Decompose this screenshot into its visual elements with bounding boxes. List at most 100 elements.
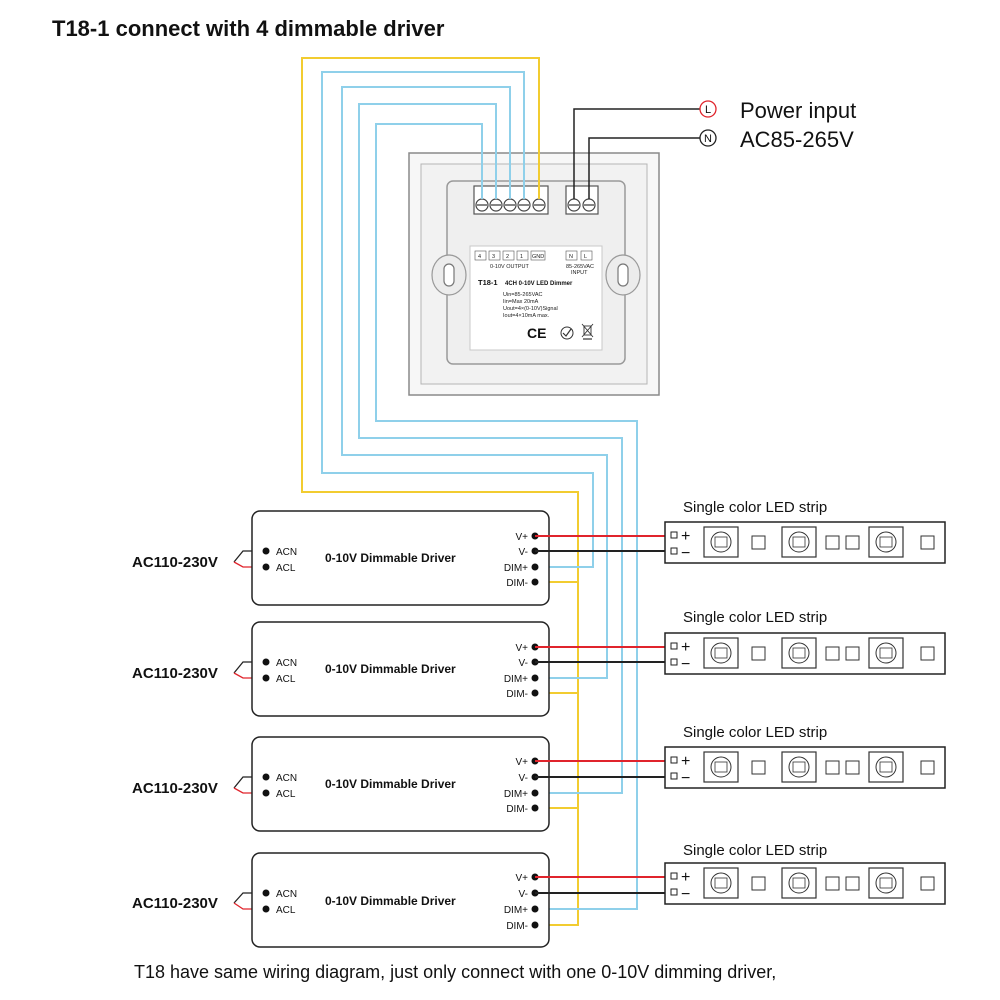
label-channel-boxes (474, 250, 593, 261)
strip-plus: + (681, 869, 690, 886)
power-voltage-label: AC85-265V (740, 127, 854, 152)
label-spec-1: Uin=85-265VAC (503, 292, 543, 298)
pin-v-minus: V- (519, 547, 528, 558)
dim-plus-channel-2-blue (341, 86, 608, 679)
resistor-icon (751, 646, 935, 661)
mounting-hole-left (431, 254, 467, 296)
pin-acl: ACL (276, 563, 296, 574)
dim-plus-channel-1-blue (321, 71, 594, 568)
resistor-icon (751, 760, 935, 775)
strip-plus: + (681, 639, 690, 656)
dim-plus-channel-3-blue (358, 103, 623, 794)
driver-name: 0-10V Dimmable Driver (325, 894, 456, 908)
strip-minus: − (681, 770, 690, 787)
line-symbol-text: L (705, 104, 711, 116)
power-input-label: Power input (740, 98, 856, 123)
strip-minus: − (681, 545, 690, 562)
led-chip-icon (703, 867, 739, 899)
driver-name: 0-10V Dimmable Driver (325, 777, 456, 791)
resistor-icon (751, 876, 935, 891)
footnote: T18 have same wiring diagram, just only … (134, 962, 776, 982)
driver-ac-label: AC110-230V (132, 554, 218, 571)
led-strip-1: Single color LED strip + − (664, 499, 946, 564)
page-title: T18-1 connect with 4 dimmable driver (52, 16, 445, 41)
strip-minus: − (681, 886, 690, 903)
strip-plus: + (681, 753, 690, 770)
pin-dim-minus: DIM- (506, 804, 528, 815)
power-input-wires: L N (573, 100, 717, 199)
pin-v-plus: V+ (515, 873, 528, 884)
neutral-symbol-icon (699, 129, 717, 147)
driver-box (251, 621, 550, 717)
label-spec-4: Iout=4×10mA max. (503, 313, 550, 319)
t18-1-dimmer-panel: 4 3 2 1 GND N L 0-10V OUTPUT 85-265VAC I… (408, 152, 660, 396)
label-ch4: 4 (478, 254, 481, 260)
label-model: T18-1 (478, 278, 498, 287)
driver-name: 0-10V Dimmable Driver (325, 551, 456, 565)
pin-dim-minus: DIM- (506, 578, 528, 589)
driver-ac-label: AC110-230V (132, 780, 218, 797)
output-screws (475, 198, 546, 212)
label-spec-2: Iin=Max 20mA (503, 299, 539, 305)
pin-acn: ACN (276, 547, 297, 558)
pin-v-plus: V+ (515, 532, 528, 543)
pin-acl: ACL (276, 905, 296, 916)
led-chip-icon (868, 867, 904, 899)
line-symbol-icon (699, 100, 717, 118)
dim-plus-channel-4-blue (375, 123, 638, 910)
strip-label: Single color LED strip (683, 842, 827, 859)
strip-minus: − (681, 656, 690, 673)
led-chip-icon (868, 637, 904, 669)
pin-v-plus: V+ (515, 643, 528, 654)
led-chip-icon (781, 751, 817, 783)
label-n: N (569, 254, 573, 260)
label-input-caption-2: INPUT (571, 270, 588, 276)
led-chip-icon (703, 526, 739, 558)
pin-dim-plus: DIM+ (504, 563, 528, 574)
label-gnd: GND (532, 254, 544, 260)
pin-acl: ACL (276, 674, 296, 685)
led-strip-4: Single color LED strip + − (664, 842, 946, 905)
driver-box (251, 510, 550, 606)
pin-acl: ACL (276, 789, 296, 800)
strip-plus: + (681, 528, 690, 545)
driver-name: 0-10V Dimmable Driver (325, 662, 456, 676)
label-spec-3: Uout=4×(0-10V)Signal (503, 306, 558, 312)
led-chip-icon (868, 751, 904, 783)
pin-acn: ACN (276, 658, 297, 669)
led-chip-icon (781, 637, 817, 669)
led-chip-icon (781, 526, 817, 558)
driver-3: AC110-230V ACN ACL 0-10V Dimmable Driver… (132, 736, 674, 832)
label-output-caption: 0-10V OUTPUT (490, 264, 529, 270)
led-chip-icon (781, 867, 817, 899)
driver-1: AC110-230V ACN ACL 0-10V Dimmable Driver… (132, 510, 674, 606)
label-l: L (584, 254, 587, 260)
strip-label: Single color LED strip (683, 609, 827, 626)
led-chip-icon (703, 637, 739, 669)
approval-icon (560, 326, 574, 340)
pin-dim-plus: DIM+ (504, 905, 528, 916)
mounting-hole-right (605, 254, 641, 296)
ce-mark: CE (527, 325, 546, 341)
pin-dim-minus: DIM- (506, 921, 528, 932)
strip-label: Single color LED strip (683, 724, 827, 741)
label-model-desc: 4CH 0-10V LED Dimmer (505, 281, 573, 287)
led-chip-icon (868, 526, 904, 558)
resistor-icon (751, 535, 935, 550)
led-chip-icon (703, 751, 739, 783)
pin-dim-plus: DIM+ (504, 789, 528, 800)
pin-v-plus: V+ (515, 757, 528, 768)
label-ch2: 2 (506, 254, 509, 260)
neutral-symbol-text: N (704, 133, 712, 145)
strip-label: Single color LED strip (683, 499, 827, 516)
input-screws (567, 198, 596, 212)
weee-bin-icon (581, 323, 594, 340)
led-strip-2: Single color LED strip + − (664, 609, 946, 675)
driver-ac-label: AC110-230V (132, 895, 218, 912)
label-ch3: 3 (492, 254, 495, 260)
pin-v-minus: V- (519, 889, 528, 900)
pin-dim-plus: DIM+ (504, 674, 528, 685)
driver-4: AC110-230V ACN ACL 0-10V Dimmable Driver… (132, 852, 674, 948)
driver-box (251, 736, 550, 832)
